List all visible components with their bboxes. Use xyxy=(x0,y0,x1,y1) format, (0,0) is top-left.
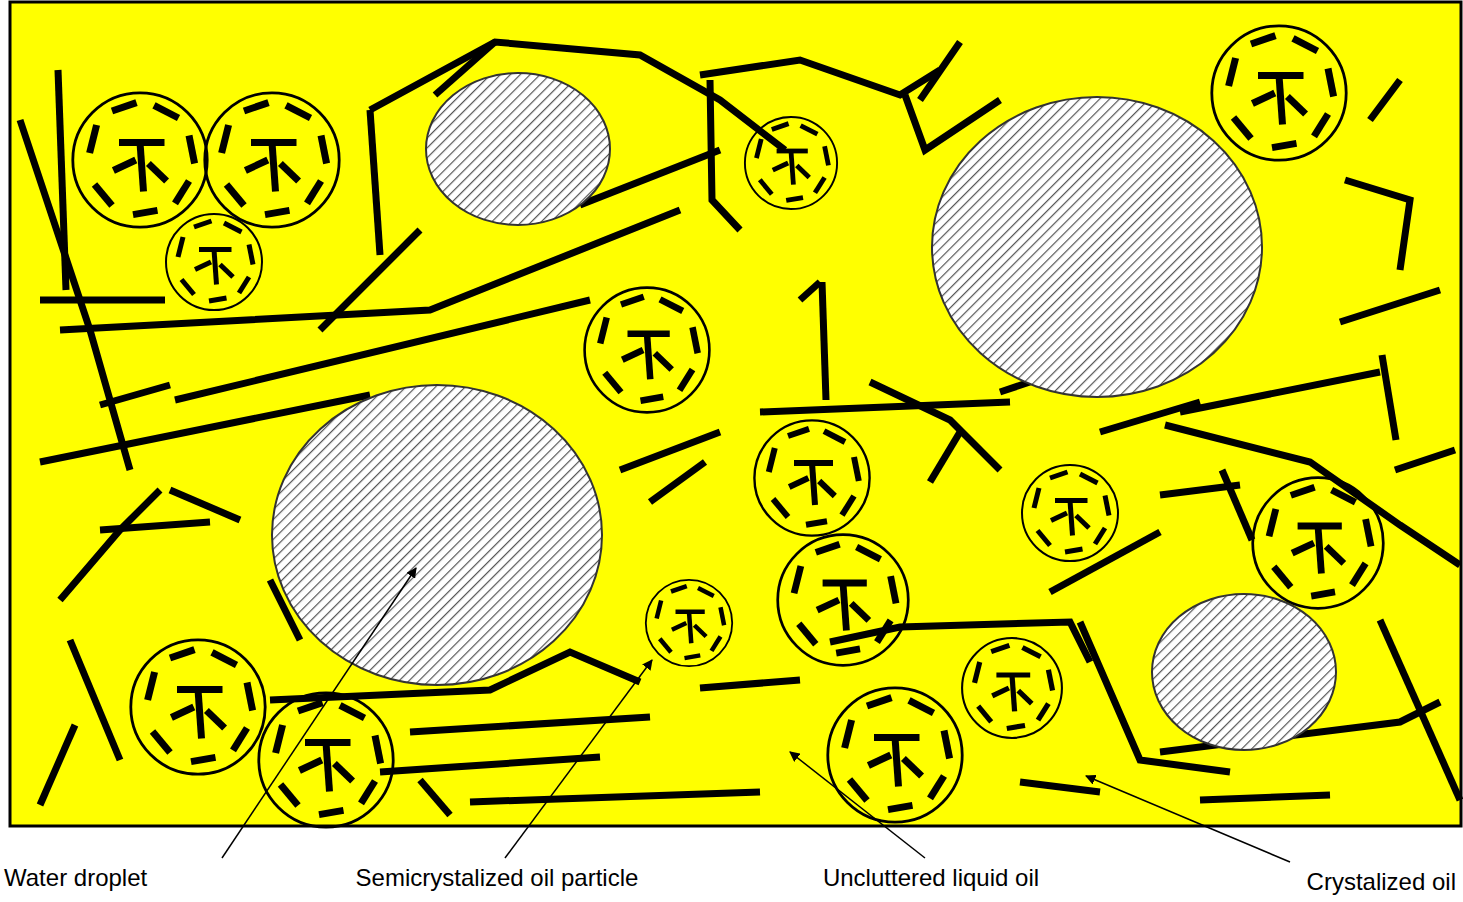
semicrystalized-particle xyxy=(73,26,1383,827)
callout-label: Water droplet xyxy=(4,864,147,892)
callout-label: Semicrystalized oil particle xyxy=(356,864,639,892)
callout-label: Uncluttered liquid oil xyxy=(823,864,1039,892)
oil-phase xyxy=(10,2,1461,826)
callout-label: Crystalized oil xyxy=(1307,868,1456,896)
water-droplet xyxy=(272,73,1336,750)
leader-line xyxy=(222,568,1290,862)
crystal-network xyxy=(20,42,1460,815)
